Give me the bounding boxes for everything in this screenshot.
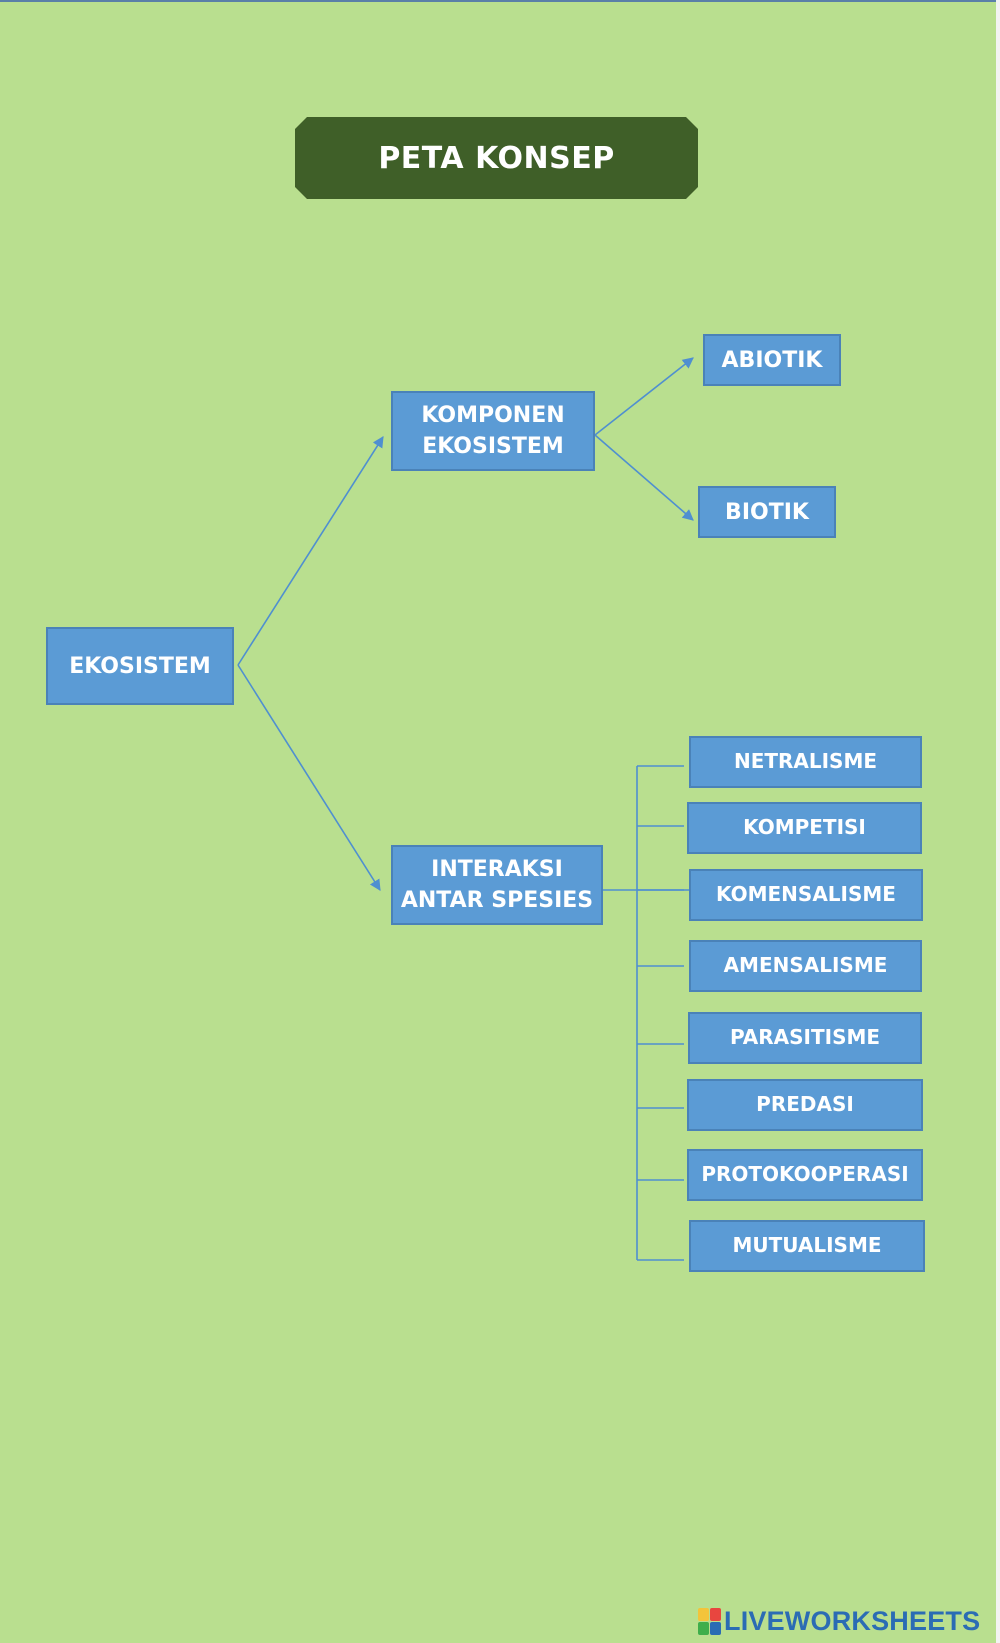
node-parasitisme: PARASITISME	[688, 1012, 922, 1064]
node-mutualisme-label: MUTUALISME	[732, 1233, 882, 1257]
node-predasi-label: PREDASI	[756, 1092, 854, 1116]
top-border	[0, 0, 1000, 2]
node-predasi: PREDASI	[687, 1079, 923, 1131]
node-komponen-ekosistem: KOMPONEN EKOSISTEM	[391, 391, 595, 471]
liveworksheets-logo-icon	[698, 1607, 721, 1635]
arrow-komponen-biotik	[594, 434, 694, 521]
node-biotik-label: BIOTIK	[725, 499, 809, 525]
node-biotik: BIOTIK	[698, 486, 836, 538]
watermark-text: LIVEWORKSHEETS	[724, 1605, 981, 1636]
node-ekosistem: EKOSISTEM	[46, 627, 234, 705]
right-edge	[996, 0, 1000, 1643]
node-netralisme-label: NETRALISME	[733, 749, 878, 773]
node-parasitisme-label: PARASITISME	[729, 1025, 881, 1049]
node-interaksi-antar-spesies: INTERAKSI ANTAR SPESIES	[391, 845, 603, 925]
node-komensalisme-label: KOMENSALISME	[716, 882, 896, 906]
node-amensalisme: AMENSALISME	[689, 940, 922, 992]
node-mutualisme: MUTUALISME	[689, 1220, 925, 1272]
node-kompetisi: KOMPETISI	[687, 802, 922, 854]
arrow-ekosistem-interaksi	[237, 664, 381, 891]
arrow-ekosistem-komponen	[237, 436, 384, 666]
node-kompetisi-label: KOMPETISI	[743, 815, 866, 839]
liveworksheets-logo: LIVEWORKSHEETS	[698, 1605, 980, 1637]
node-amensalisme-label: AMENSALISME	[723, 953, 888, 977]
node-komensalisme: KOMENSALISME	[689, 869, 923, 921]
node-netralisme: NETRALISME	[689, 736, 922, 788]
page-title: PETA KONSEP	[295, 117, 698, 199]
node-protokooperasi-label: PROTOKOOPERASI	[701, 1162, 909, 1186]
node-protokooperasi: PROTOKOOPERASI	[687, 1149, 923, 1201]
node-abiotik-label: ABIOTIK	[721, 347, 823, 373]
arrow-komponen-abiotik	[594, 357, 694, 436]
node-interaksi-label: INTERAKSI ANTAR SPESIES	[400, 857, 594, 913]
node-komponen-label: KOMPONEN EKOSISTEM	[421, 403, 565, 459]
node-abiotik: ABIOTIK	[703, 334, 841, 386]
node-ekosistem-label: EKOSISTEM	[69, 653, 211, 679]
